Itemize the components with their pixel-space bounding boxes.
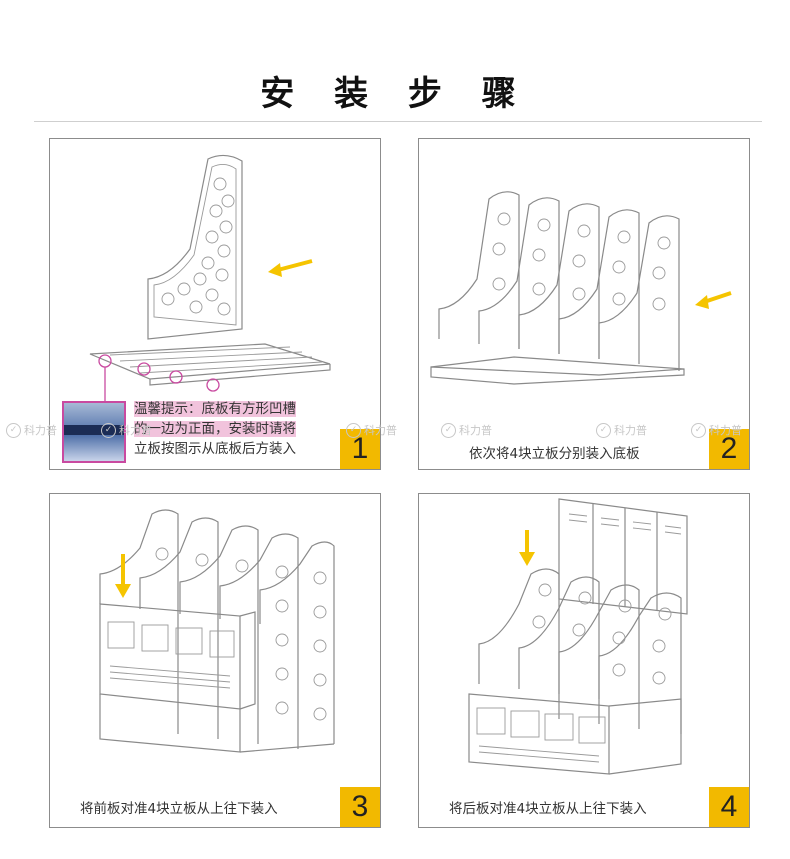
tip-text: 温馨提示：底板有方形凹槽 的一边为正面，安装时请将 立板按图示从底板后方装入 — [134, 399, 296, 459]
arrow-down-icon — [519, 530, 535, 566]
tip-line-1: 温馨提示：底板有方形凹槽 — [134, 401, 296, 417]
brand-leaf-icon: ✓ — [6, 422, 21, 438]
step-caption: 依次将4块立板分别装入底板 — [469, 446, 640, 462]
arrow-left-icon — [695, 291, 732, 309]
step-panel-2: 依次将4块立板分别装入底板 2 — [418, 138, 750, 470]
step-number-badge: 4 — [709, 787, 749, 827]
step-number-badge: 3 — [340, 787, 380, 827]
title-divider — [34, 121, 762, 122]
step-1-illustration — [89, 154, 331, 401]
step-caption: 将后板对准4块立板从上往下装入 — [449, 801, 647, 817]
slot-closeup-image — [62, 401, 126, 463]
arrow-left-icon — [268, 259, 313, 277]
step-3-illustration — [99, 509, 335, 753]
step-number-badge: 1 — [340, 429, 380, 469]
step-2-illustration — [430, 191, 732, 385]
tip-line-2: 的一边为正面，安装时请将 — [134, 421, 296, 437]
arrow-down-icon — [115, 554, 131, 598]
step-4-illustration — [468, 498, 688, 775]
page-title: 安 装 步 骤 — [260, 74, 530, 114]
step-caption: 将前板对准4块立板从上往下装入 — [80, 801, 278, 817]
step-panel-3: 将前板对准4块立板从上往下装入 3 — [49, 493, 381, 828]
step-number-badge: 2 — [709, 429, 749, 469]
step-panel-4: 将后板对准4块立板从上往下装入 4 — [418, 493, 750, 828]
step-panel-1: 温馨提示：底板有方形凹槽 的一边为正面，安装时请将 立板按图示从底板后方装入 1 — [49, 138, 381, 470]
tip-line-3: 立板按图示从底板后方装入 — [134, 441, 296, 457]
